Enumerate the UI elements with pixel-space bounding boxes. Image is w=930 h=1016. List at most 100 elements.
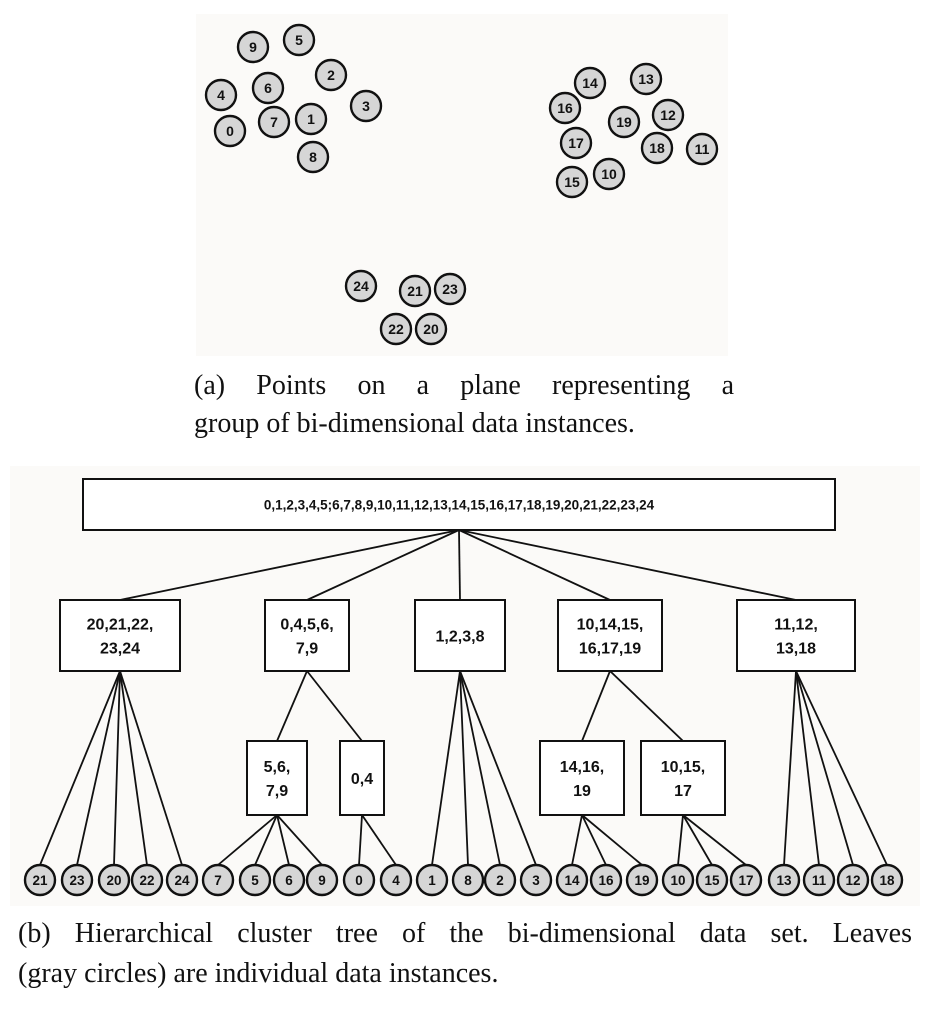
cluster-label: 1,2,3,8 (436, 628, 485, 645)
tree-edge (217, 814, 278, 866)
point-circle (625, 863, 659, 897)
tree-edge (677, 814, 684, 866)
point-circle (519, 863, 553, 897)
point-label: 6 (264, 80, 272, 96)
cluster-box (82, 478, 836, 531)
point-label: 7 (214, 873, 222, 888)
point-label: 13 (638, 71, 654, 87)
data-point-14: 14 (573, 66, 607, 100)
cluster-label: 14,16, (560, 759, 604, 776)
cluster-c4b: 10,15,17 (640, 740, 726, 816)
data-point-7: 7 (257, 105, 291, 139)
point-label: 1 (307, 111, 315, 127)
cluster-box (246, 740, 308, 816)
tree-edge (358, 814, 363, 866)
cluster-label: 7,9 (266, 783, 288, 800)
point-label: 0 (226, 123, 234, 139)
data-point-22: 22 (379, 312, 413, 346)
data-point-10: 10 (592, 157, 626, 191)
caption-b: (b) Hierarchical cluster tree of the bi-… (18, 914, 912, 994)
point-circle (651, 98, 685, 132)
data-point-15: 15 (555, 165, 589, 199)
leaf-0: 0 (342, 863, 376, 897)
point-label: 21 (407, 283, 423, 299)
tree-edge (254, 814, 278, 866)
leaf-2: 2 (483, 863, 517, 897)
point-circle (23, 863, 57, 897)
tree-edge (361, 814, 397, 866)
point-label: 13 (776, 873, 792, 888)
point-label: 2 (327, 67, 335, 83)
point-circle (555, 863, 589, 897)
point-circle (236, 30, 270, 64)
cluster-label: 5,6, (264, 759, 291, 776)
point-label: 12 (845, 873, 860, 888)
leaf-15: 15 (695, 863, 729, 897)
caption-a-line-1: (a) Points on a plane representing a (194, 370, 734, 401)
point-circle (165, 863, 199, 897)
data-point-18: 18 (640, 131, 674, 165)
point-circle (695, 863, 729, 897)
data-point-6: 6 (251, 71, 285, 105)
point-circle (483, 863, 517, 897)
tree-edge (783, 670, 797, 866)
tree-edge (795, 670, 820, 866)
point-label: 8 (464, 873, 472, 888)
tree-edge (276, 670, 308, 742)
point-label: 9 (249, 39, 257, 55)
caption-b-line-1: (b) Hierarchical cluster tree of the bi-… (18, 918, 912, 949)
point-label: 18 (879, 873, 895, 888)
tree-edge (571, 814, 583, 866)
point-label: 23 (69, 873, 85, 888)
point-label: 12 (660, 107, 676, 123)
point-circle (555, 165, 589, 199)
point-label: 22 (388, 321, 404, 337)
data-point-19: 19 (607, 105, 641, 139)
point-circle (379, 863, 413, 897)
point-circle (589, 863, 623, 897)
data-point-0: 0 (213, 114, 247, 148)
point-circle (251, 71, 285, 105)
point-circle (836, 863, 870, 897)
tree-edge (459, 670, 537, 866)
leaf-7: 7 (201, 863, 235, 897)
cluster-box (539, 740, 625, 816)
tree-edge (609, 670, 684, 742)
leaf-4: 4 (379, 863, 413, 897)
data-point-12: 12 (651, 98, 685, 132)
point-label: 4 (217, 87, 225, 103)
point-circle (294, 102, 328, 136)
cluster-box (339, 740, 385, 816)
tree-edge (795, 670, 888, 866)
leaf-17: 17 (729, 863, 763, 897)
tree-edge (306, 529, 460, 601)
point-circle (607, 105, 641, 139)
tree-edge (119, 670, 183, 866)
leaf-8: 8 (451, 863, 485, 897)
point-circle (415, 863, 449, 897)
cluster-label: 13,18 (776, 640, 816, 657)
point-circle (451, 863, 485, 897)
leaf-18: 18 (870, 863, 904, 897)
leaf-12: 12 (836, 863, 870, 897)
point-circle (97, 863, 131, 897)
leaf-19: 19 (625, 863, 659, 897)
point-label: 10 (601, 166, 617, 182)
cluster-c5: 11,12,13,18 (736, 599, 856, 672)
point-label: 24 (353, 278, 369, 294)
point-label: 6 (285, 873, 293, 888)
tree-edge (276, 814, 290, 866)
point-label: 4 (392, 873, 400, 888)
point-label: 17 (568, 135, 584, 151)
point-label: 15 (564, 174, 580, 190)
point-circle (661, 863, 695, 897)
point-label: 16 (557, 100, 573, 116)
tree-edge (459, 670, 501, 866)
leaf-5: 5 (238, 863, 272, 897)
data-point-20: 20 (414, 312, 448, 346)
point-circle (344, 269, 378, 303)
data-point-11: 11 (685, 132, 719, 166)
leaf-24: 24 (165, 863, 199, 897)
cluster-box (59, 599, 181, 672)
